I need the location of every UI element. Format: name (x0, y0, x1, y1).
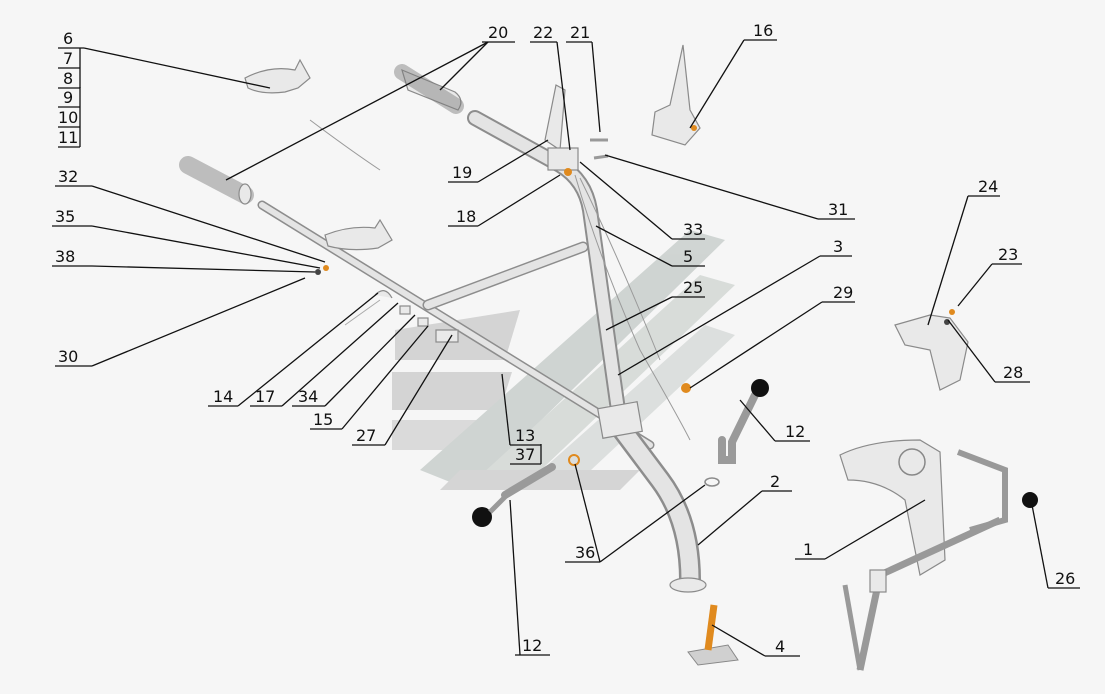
leader-line-c12b (509, 499, 521, 656)
leader-line-c4 (711, 624, 766, 657)
part-1-housing (839, 439, 1008, 671)
callout-label-c4: 4 (775, 637, 785, 656)
leader-line-c32 (91, 185, 326, 263)
leader-line-c36 (574, 463, 601, 563)
leader-line-c31 (604, 154, 819, 220)
callout-label-c2: 2 (770, 472, 780, 491)
part-4-tag (687, 604, 739, 666)
leader-lines (83, 39, 1049, 657)
callout-label-c34: 34 (298, 387, 318, 406)
leader-line-c3 (617, 255, 821, 376)
leader-line-c15 (341, 325, 429, 430)
callout-label-c12b: 12 (522, 636, 542, 655)
leader-line-c23 (957, 263, 993, 307)
leader-line-c5 (595, 225, 673, 267)
part-36-ring-2 (704, 477, 720, 487)
callout-label-c31: 31 (828, 200, 848, 219)
callout-label-c7: 7 (63, 49, 73, 68)
leader-line-c12a (739, 399, 776, 442)
leader-line-c1 (824, 499, 926, 560)
leader-line-c6 (83, 47, 271, 89)
leader-line-c22 (556, 41, 571, 151)
gear-lever-left (472, 463, 556, 527)
callout-label-c18: 18 (456, 207, 476, 226)
leader-line-c30 (91, 277, 306, 367)
callout-label-c17: 17 (255, 387, 275, 406)
callout-label-c28: 28 (1003, 363, 1023, 382)
leader-line-c29 (689, 301, 823, 389)
leader-line-c34 (324, 314, 416, 407)
callout-label-c8: 8 (63, 69, 73, 88)
leader-line-c33 (579, 161, 673, 240)
callout-label-c37: 37 (515, 445, 535, 464)
leader-line-c24 (927, 195, 969, 326)
brake-lever-upper (244, 58, 311, 94)
callout-label-c15: 15 (313, 410, 333, 429)
grip-upper (394, 64, 464, 114)
callout-label-c19: 19 (452, 163, 472, 182)
part-35-washer (323, 265, 329, 271)
leader-line-c13 (501, 373, 511, 446)
leader-line-c2 (697, 490, 763, 546)
leader-line-c18 (477, 174, 561, 227)
part-38-nut (315, 269, 321, 275)
leader-line-c26 (1031, 504, 1049, 589)
leader-line-c20 (439, 41, 489, 91)
callout-label-c3: 3 (833, 237, 843, 256)
grip-lower (179, 156, 254, 205)
leader-line-c14 (237, 292, 379, 407)
leader-line-c38 (91, 265, 316, 273)
callout-label-c36: 36 (575, 543, 595, 562)
callout-label-c6: 6 (63, 29, 73, 48)
callout-label-c25: 25 (683, 278, 703, 297)
callout-label-c20: 20 (488, 23, 508, 42)
leader-line-c21 (591, 41, 601, 133)
callout-label-c21: 21 (570, 23, 590, 42)
part-24-bracket (894, 309, 969, 391)
callout-label-c33: 33 (683, 220, 703, 239)
part-18-fitting (564, 168, 572, 176)
leader-line-c36 (599, 484, 706, 563)
watermark-logo (392, 230, 735, 490)
part-31-pin (593, 154, 609, 160)
callout-label-c9: 9 (63, 88, 73, 107)
brake-lever-lower (324, 218, 393, 251)
gear-lever-right (718, 379, 769, 464)
callout-label-c14: 14 (213, 387, 233, 406)
leader-line-c25 (605, 296, 673, 331)
part-16-lever-assembly (651, 44, 701, 146)
leader-line-c35 (91, 225, 321, 269)
callout-label-c5: 5 (683, 247, 693, 266)
leader-line-c16 (689, 39, 745, 129)
callout-label-c12a: 12 (785, 422, 805, 441)
leader-line-c27 (384, 334, 453, 446)
callout-label-c26: 26 (1055, 569, 1075, 588)
callout-label-c22: 22 (533, 23, 553, 42)
callout-label-c30: 30 (58, 347, 78, 366)
part-29-fitting (681, 383, 691, 393)
callout-label-c23: 23 (998, 245, 1018, 264)
callout-label-c1: 1 (803, 540, 813, 559)
callout-label-c32: 32 (58, 167, 78, 186)
callout-label-c10: 10 (58, 108, 78, 127)
callout-label-c27: 27 (356, 426, 376, 445)
part-26-knob (1022, 492, 1038, 508)
leader-line-c28 (947, 319, 996, 383)
callout-label-c16: 16 (753, 21, 773, 40)
leader-line-c19 (477, 139, 549, 183)
part-36-ring (568, 454, 580, 466)
throttle-lever (544, 84, 579, 171)
callout-label-c24: 24 (978, 177, 998, 196)
callout-label-c13: 13 (515, 426, 535, 445)
leader-line-c20 (225, 41, 489, 181)
leader-line-c17 (281, 302, 399, 407)
callout-label-c29: 29 (833, 283, 853, 302)
callout-label-c35: 35 (55, 207, 75, 226)
callout-label-c11: 11 (58, 128, 78, 147)
callout-label-c38: 38 (55, 247, 75, 266)
